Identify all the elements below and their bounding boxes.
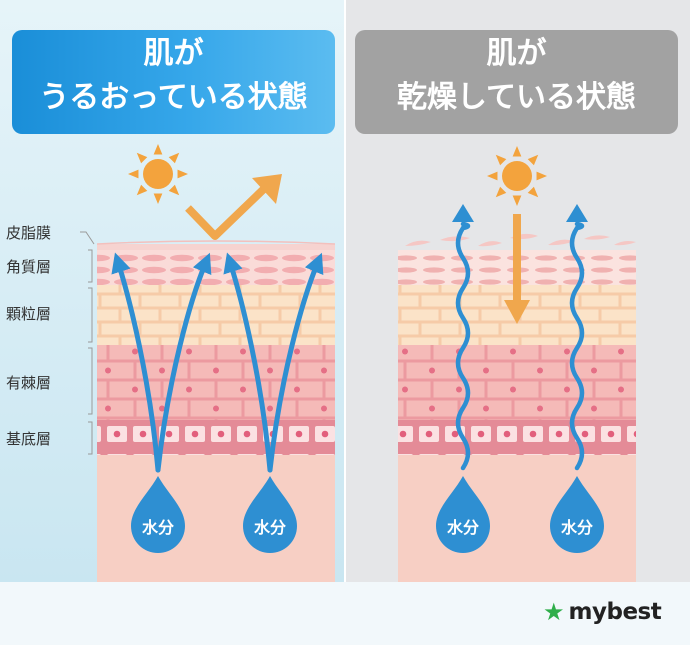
water-label: 水分	[253, 518, 286, 537]
sebum-film-line-left	[96, 240, 336, 245]
water-drop-icon	[131, 476, 185, 553]
layer-label-granular: 顆粒層	[6, 305, 52, 323]
title-moisturized-line1: 肌が	[143, 36, 204, 71]
brand-name: mybest	[568, 599, 662, 625]
water-drop-icon	[436, 476, 490, 553]
reflected-sunlight-arrow	[185, 174, 282, 240]
basal-layer-right	[398, 420, 636, 455]
sebum-film-left	[97, 244, 335, 250]
stratum-corneum-left	[97, 250, 335, 285]
evaporating-arrowheads	[452, 204, 588, 222]
penetrating-sunlight-arrow	[504, 214, 530, 324]
layer-label-basal: 基底層	[6, 430, 52, 448]
star-icon: ★	[543, 598, 565, 626]
footer-background	[0, 582, 690, 645]
water-drop-icon	[243, 476, 297, 553]
skin-section-left	[96, 240, 336, 582]
water-label: 水分	[560, 518, 593, 537]
water-label: 水分	[141, 518, 174, 537]
title-badge-dry: 肌が 乾燥している状態	[355, 30, 678, 134]
sun-icon	[487, 146, 547, 206]
layer-label-stratum-corneum: 角質層	[6, 258, 52, 276]
spinous-layer-right	[398, 345, 636, 420]
sun-icon	[128, 144, 188, 204]
water-label: 水分	[446, 518, 479, 537]
title-moisturized-line2: うるおっている状態	[39, 80, 308, 115]
panel-divider	[344, 0, 346, 582]
title-dry-line2: 乾燥している状態	[396, 80, 637, 115]
water-drop-icon	[550, 476, 604, 553]
retained-moisture-arrows	[111, 252, 324, 473]
layer-label-spinous: 有棘層	[6, 374, 52, 392]
basal-layer-left	[97, 420, 335, 455]
brand-logo: ★ mybest	[543, 596, 662, 628]
layer-bracket	[80, 231, 95, 455]
title-badge-moisturized: 肌が うるおっている状態	[12, 30, 335, 134]
evaporating-moisture-arrows	[455, 221, 585, 471]
spinous-layer-left	[97, 345, 335, 420]
title-dry-line1: 肌が	[486, 36, 547, 71]
layer-label-sebum-film: 皮脂膜	[6, 224, 52, 242]
